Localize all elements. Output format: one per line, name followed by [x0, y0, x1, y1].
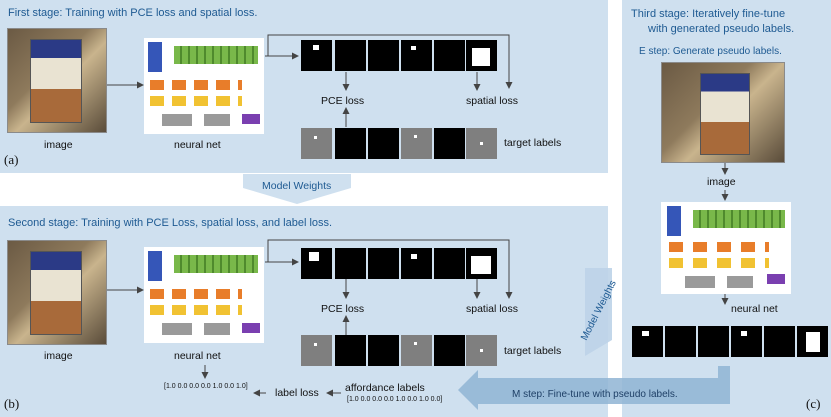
stage2-target-labels: target labels — [504, 345, 562, 357]
target-mask — [434, 128, 465, 159]
pred-mask — [434, 248, 465, 279]
target-mask — [466, 128, 497, 159]
stage2-input-image — [7, 240, 107, 345]
stage1-input-image — [7, 28, 107, 133]
stage2-pce-loss: PCE loss — [321, 303, 365, 315]
target-mask — [335, 335, 366, 366]
target-mask — [335, 128, 366, 159]
target-mask — [434, 335, 465, 366]
target-mask — [466, 335, 497, 366]
mstep-band-arrow — [458, 366, 730, 410]
conv-block — [693, 210, 785, 228]
stage1-image-label: image — [44, 139, 73, 151]
pred-mask — [466, 40, 497, 71]
pseudo-mask — [764, 326, 795, 357]
pred-mask — [301, 248, 332, 279]
conv-block — [174, 46, 258, 64]
stage1-neural-net — [144, 38, 264, 134]
estep-label: E step: Generate pseudo labels. — [639, 46, 782, 57]
stage1-target-labels: target labels — [504, 137, 562, 149]
stage3-title-line1: Third stage: Iteratively fine-tune — [631, 8, 786, 20]
stage1-panel-letter: (a) — [4, 152, 19, 167]
stage2-neural-net — [144, 247, 264, 343]
target-mask — [368, 335, 399, 366]
affordance-labels: affordance labels — [345, 382, 425, 394]
stage2-spatial-loss: spatial loss — [466, 303, 518, 315]
stage2-image-label: image — [44, 350, 73, 362]
stage2-title: Second stage: Training with PCE Loss, sp… — [8, 217, 333, 229]
stage3-image-label: image — [707, 176, 736, 188]
stage2-panel-letter: (b) — [4, 396, 20, 411]
stage1-pce-loss: PCE loss — [321, 95, 365, 107]
pred-mask — [335, 248, 366, 279]
stage1-net-label: neural net — [174, 139, 221, 151]
predicted-label-vector: [1.0 0.0 0.0 0.0 1.0 0.0 1.0] — [164, 383, 248, 390]
stage3-input-image — [661, 62, 785, 163]
mstep-label: M step: Fine-tune with pseudo labels. — [512, 389, 678, 400]
target-mask — [401, 335, 432, 366]
pseudo-mask — [665, 326, 696, 357]
pred-mask — [301, 40, 332, 71]
stage3-title-line2: with generated pseudo labels. — [648, 23, 795, 35]
conv-block — [148, 42, 162, 72]
affordance-label-vector: [1.0 0.0 0.0 0.0 1.0 0.0 1.0 0.0] — [347, 396, 443, 403]
pseudo-mask — [731, 326, 762, 357]
target-mask — [301, 335, 332, 366]
pred-mask — [434, 40, 465, 71]
pred-mask — [401, 40, 432, 71]
model-weights-diagonal-arrow — [585, 268, 612, 356]
conv-block — [174, 255, 258, 273]
pred-mask — [335, 40, 366, 71]
stage3-panel-letter: (c) — [806, 396, 821, 411]
conv-block — [148, 251, 162, 281]
stage1-spatial-loss: spatial loss — [466, 95, 518, 107]
pred-mask — [466, 248, 497, 279]
stage1-title: First stage: Training with PCE loss and … — [8, 7, 258, 19]
model-weights-chevron — [243, 174, 351, 204]
pred-mask — [368, 248, 399, 279]
label-loss: label loss — [275, 387, 319, 399]
target-mask — [301, 128, 332, 159]
conv-block — [667, 206, 681, 236]
pseudo-mask — [797, 326, 828, 357]
target-mask — [401, 128, 432, 159]
pseudo-mask — [698, 326, 729, 357]
pseudo-mask — [632, 326, 663, 357]
model-weights-label: Model Weights — [262, 180, 332, 192]
stage3-net-label: neural net — [731, 303, 778, 315]
target-mask — [368, 128, 399, 159]
pred-mask — [368, 40, 399, 71]
stage2-net-label: neural net — [174, 350, 221, 362]
stage3-neural-net — [661, 202, 791, 294]
pred-mask — [401, 248, 432, 279]
